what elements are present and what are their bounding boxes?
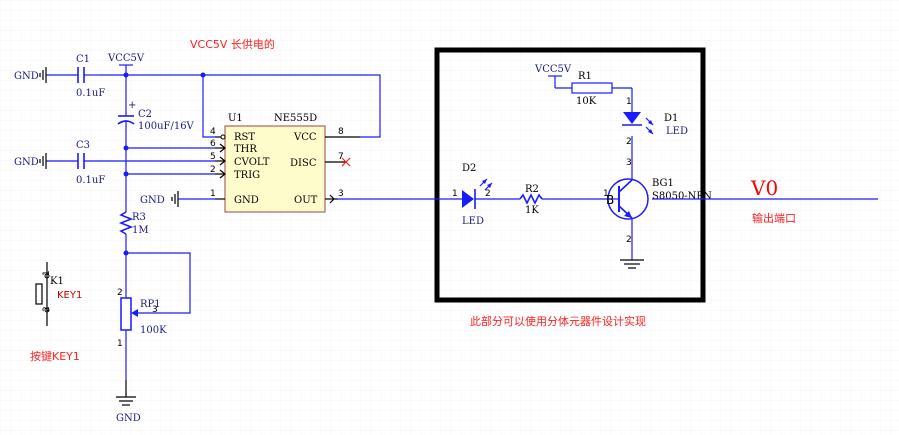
rp1-pin2: 2 — [117, 288, 123, 298]
c3-value: 0.1uF — [76, 175, 105, 186]
gnd-symbol-c1: GND — [14, 67, 47, 83]
d2-ref: D2 — [462, 163, 476, 174]
bg1-ref: BG1 — [652, 178, 674, 189]
bg1-pin-b: 1 — [603, 189, 609, 199]
u1-pin-out-num: 3 — [338, 189, 344, 199]
rp1-pin3: 3 — [152, 305, 158, 315]
u1-pin-rst: RST — [234, 132, 255, 143]
bg1-pin-e: 2 — [626, 235, 632, 245]
r2-ref: R2 — [525, 184, 539, 195]
c2-value: 100uF/16V — [138, 121, 195, 132]
gnd-symbol-bottom: GND — [116, 380, 141, 424]
rp1-ref: RP1 — [140, 299, 161, 310]
gnd-symbol-c3: GND — [14, 153, 47, 169]
capacitor-c1: C1 0.1uF — [46, 54, 105, 99]
resistor-r3: R3 1M — [118, 211, 149, 253]
wire-vcc-rail — [100, 74, 381, 138]
u1-pin-disc: DISC — [290, 158, 317, 169]
gnd-symbol-ic: GND — [140, 191, 215, 207]
u1-pin-trig-num: 2 — [210, 165, 216, 175]
gnd-ic-label: GND — [140, 195, 165, 206]
d2-pin2: 2 — [485, 189, 491, 199]
r3-ref: R3 — [132, 212, 146, 223]
u1-part: NE555D — [274, 113, 317, 124]
r1-ref: R1 — [578, 71, 592, 82]
r1-value: 10K — [576, 96, 597, 107]
r2-value: 1K — [525, 205, 539, 216]
r3-value: 1M — [132, 225, 149, 236]
led-d1: D1 LED 1 2 — [622, 88, 688, 147]
output-label: V0 — [750, 176, 778, 200]
bg1-letter: B — [606, 193, 614, 207]
k1-ref: K1 — [50, 276, 64, 287]
gnd-c1-label: GND — [14, 71, 39, 82]
u1-pin-vcc: VCC — [293, 132, 317, 143]
u1-pin-thr: THR — [234, 144, 257, 155]
d1-pin1: 1 — [626, 97, 632, 107]
u1-pin-vcc-num: 8 — [338, 127, 344, 137]
c1-value: 0.1uF — [76, 88, 105, 99]
discrete-note: 此部分可以使用分体元器件设计实现 — [470, 314, 646, 328]
potentiometer-rp1: 2 1 3 RP1 100K — [117, 252, 191, 380]
resistor-r1: R1 10K — [555, 71, 632, 107]
d1-value: LED — [666, 126, 688, 137]
bg1-value: S8050-NPN — [652, 191, 712, 202]
resistor-r2: R2 1K — [519, 184, 610, 216]
c1-ref: C1 — [76, 54, 90, 65]
transistor-bg1: B 1 3 2 BG1 S8050-NPN — [603, 158, 712, 245]
u1-pin-cvolt: CVOLT — [234, 157, 270, 168]
capacitor-c2: + C2 100uF/16V — [117, 75, 195, 148]
discrete-section-box — [434, 47, 706, 303]
k1-value: KEY1 — [57, 290, 82, 301]
rp1-value: 100K — [140, 325, 167, 336]
k1-pin2: 2 — [42, 306, 52, 312]
d1-ref: D1 — [664, 113, 678, 124]
switch-k1: K1 KEY1 1 2 — [35, 262, 82, 326]
c2-ref: C2 — [138, 109, 152, 120]
u1-pin-rst-num: 4 — [210, 127, 216, 137]
led-d2: D2 LED 1 2 — [452, 163, 520, 227]
u1-pin-thr-num: 6 — [210, 139, 216, 149]
d2-pin1: 1 — [452, 189, 458, 199]
u1-ref: U1 — [228, 113, 243, 124]
no-connect-x — [341, 157, 351, 167]
u1-pin-gnd-num: 1 — [210, 189, 216, 199]
k1-pin1: 1 — [42, 270, 52, 276]
key-note: 按键KEY1 — [30, 349, 80, 363]
d1-pin2: 2 — [626, 137, 632, 147]
u1-pin-cvolt-num: 5 — [210, 152, 216, 162]
gnd-c3-label: GND — [14, 157, 39, 168]
vcc-note: VCC5V 长供电的 — [190, 37, 275, 51]
gnd-symbol-transistor — [620, 259, 644, 269]
c3-ref: C3 — [76, 140, 90, 151]
bg1-pin-c: 3 — [626, 158, 632, 168]
gnd-bottom-label: GND — [116, 413, 141, 424]
rp1-pin1: 1 — [117, 339, 123, 349]
u1-pin-gnd: GND — [234, 195, 259, 206]
capacitor-c3: C3 0.1uF — [46, 140, 215, 186]
ic-u1: U1 NE555D 4 RST 6 THR 5 CVOLT 2 TRIG 1 G… — [210, 113, 360, 213]
vcc-led-label: VCC5V — [534, 64, 572, 75]
c2-polarity: + — [128, 100, 136, 111]
u1-pin-out: OUT — [294, 195, 318, 206]
vcc-main-label: VCC5V — [107, 53, 145, 64]
d2-value: LED — [462, 216, 484, 227]
vcc-led-symbol: VCC5V — [534, 64, 572, 88]
u1-pin-trig: TRIG — [234, 170, 260, 181]
u1-pin-disc-num: 7 — [338, 152, 344, 162]
wire-rst — [202, 75, 215, 138]
output-note: 输出端口 — [752, 211, 796, 225]
